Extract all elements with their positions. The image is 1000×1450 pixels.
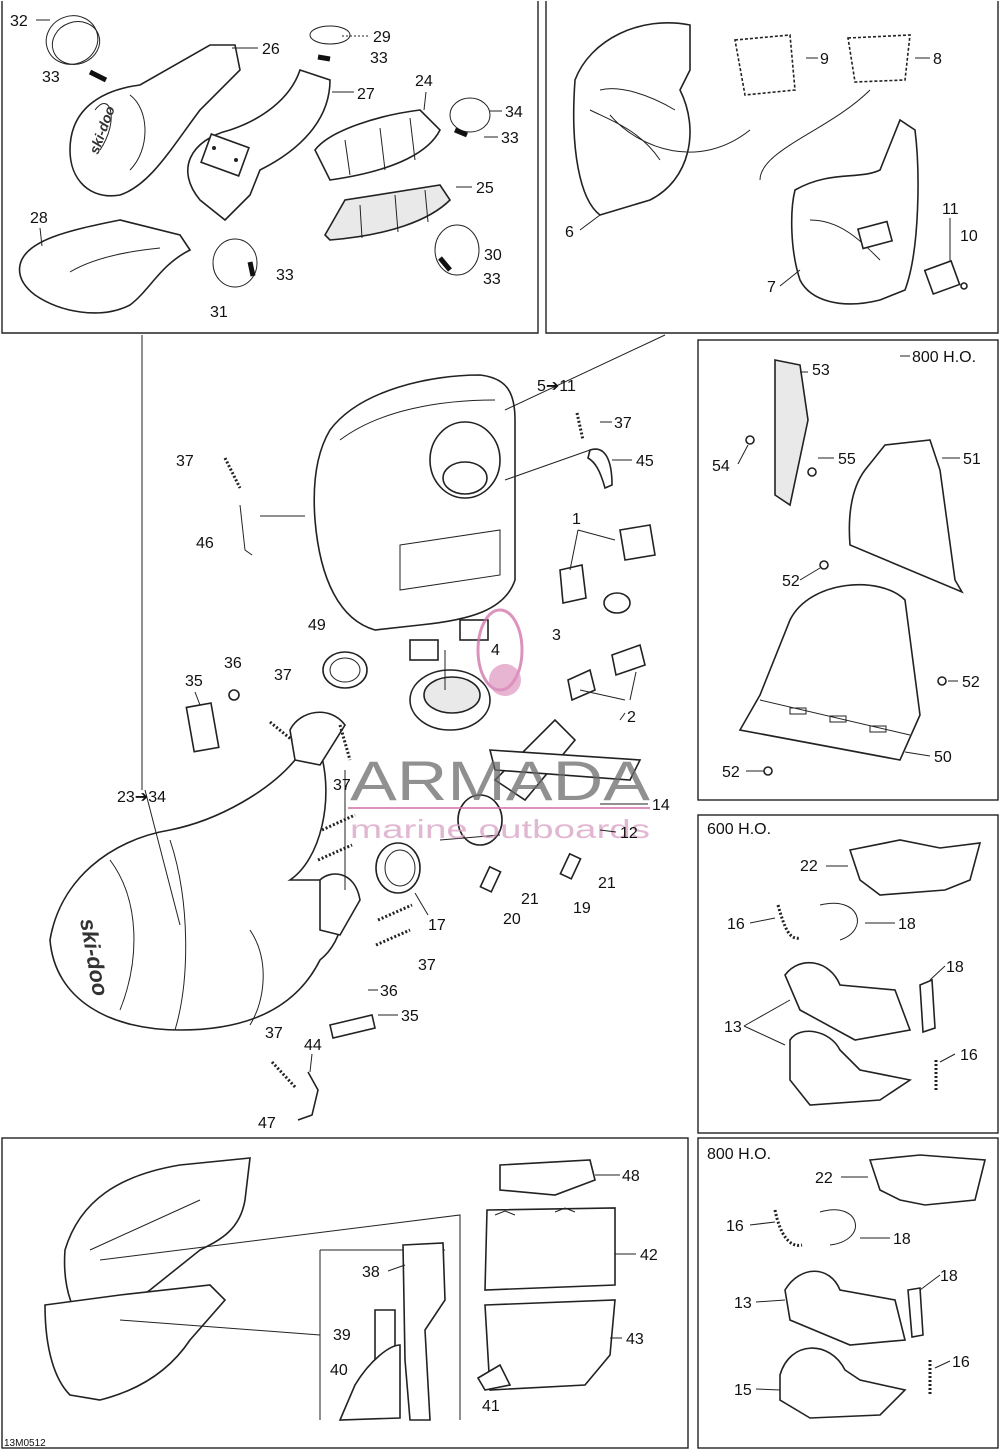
callout-22: 22 <box>800 858 818 875</box>
callout-33: 33 <box>370 50 388 67</box>
callout-18: 18 <box>940 1268 958 1285</box>
callout-37: 37 <box>176 453 194 470</box>
upper-right-parts <box>572 21 968 305</box>
callout-32: 32 <box>10 13 28 30</box>
callout-35: 35 <box>185 673 203 690</box>
callout-27: 27 <box>357 86 375 103</box>
callout-48: 48 <box>622 1168 640 1185</box>
callout-14: 14 <box>652 797 670 814</box>
callout-21: 21 <box>521 891 539 908</box>
callout-29: 29 <box>373 29 391 46</box>
callout-34: 34 <box>505 104 523 121</box>
callout-49: 49 <box>308 617 326 634</box>
callout-37: 37 <box>614 415 632 432</box>
callout-41: 41 <box>482 1398 500 1415</box>
callout-17: 17 <box>428 917 446 934</box>
callout-11: 11 <box>942 201 959 218</box>
callout-52: 52 <box>722 764 740 781</box>
callout-6: 6 <box>565 224 574 241</box>
callouts: 32 26 29 33 33 27 24 34 33 25 28 33 31 3… <box>10 13 981 1415</box>
callout-37: 37 <box>274 667 292 684</box>
callout-leaders <box>36 19 960 1391</box>
callout-18: 18 <box>893 1231 911 1248</box>
callout-26: 26 <box>262 41 280 58</box>
callout-7: 7 <box>767 279 776 296</box>
callout-15: 15 <box>734 1382 752 1399</box>
callout-52: 52 <box>782 573 800 590</box>
callout-30: 30 <box>484 247 502 264</box>
callout-39: 39 <box>333 1327 351 1344</box>
callout-28: 28 <box>30 210 48 227</box>
callout-51: 51 <box>963 451 981 468</box>
callout-33: 33 <box>276 267 294 284</box>
callout-54: 54 <box>712 458 730 475</box>
callout-37: 37 <box>333 777 351 794</box>
callout-31: 31 <box>210 304 228 321</box>
central-parts: ski-doo <box>49 334 666 1121</box>
callout-33: 33 <box>483 271 501 288</box>
callout-12: 12 <box>620 825 638 842</box>
callout-33: 33 <box>501 130 519 147</box>
panel-title-800ho-lower: 800 H.O. <box>707 1146 771 1163</box>
callout-52: 52 <box>962 674 980 691</box>
watermark-tagline: marine outboards <box>350 814 650 844</box>
callout-35: 35 <box>401 1008 419 1025</box>
panel-title-600ho: 600 H.O. <box>707 821 771 838</box>
callout-21: 21 <box>598 875 616 892</box>
callout-18: 18 <box>898 916 916 933</box>
callout-33: 33 <box>42 69 60 86</box>
upper-left-parts: ski-doo <box>18 15 491 314</box>
callout-50: 50 <box>934 749 952 766</box>
callout-8: 8 <box>933 51 942 68</box>
callout-23-34: 23➔34 <box>117 789 166 806</box>
panel-title-800ho-upper: 800 H.O. <box>912 349 976 366</box>
callout-16: 16 <box>726 1218 744 1235</box>
callout-4: 4 <box>491 642 500 659</box>
callout-46: 46 <box>196 535 214 552</box>
callout-3: 3 <box>552 627 561 644</box>
callout-38: 38 <box>362 1264 380 1281</box>
callout-16: 16 <box>727 916 745 933</box>
callout-36: 36 <box>380 983 398 1000</box>
callout-1: 1 <box>572 511 581 528</box>
callout-37: 37 <box>265 1025 283 1042</box>
callout-9: 9 <box>820 51 829 68</box>
callout-10: 10 <box>960 228 978 245</box>
callout-37: 37 <box>418 957 436 974</box>
callout-24: 24 <box>415 73 433 90</box>
callout-47: 47 <box>258 1115 276 1132</box>
callout-36: 36 <box>224 655 242 672</box>
callout-42: 42 <box>640 1247 658 1264</box>
callout-19: 19 <box>573 900 591 917</box>
watermark: ARMADA marine outboards <box>348 608 651 844</box>
diagram-code: 13M0512 <box>4 1438 46 1449</box>
callout-20: 20 <box>503 911 521 928</box>
callout-16: 16 <box>952 1354 970 1371</box>
callout-25: 25 <box>476 180 494 197</box>
callout-44: 44 <box>304 1037 322 1054</box>
callout-18: 18 <box>946 959 964 976</box>
callout-13: 13 <box>734 1295 752 1312</box>
bottom-left-parts <box>44 1157 616 1421</box>
callout-43: 43 <box>626 1331 644 1348</box>
watermark-brand: ARMADA <box>350 749 651 812</box>
callout-55: 55 <box>838 451 856 468</box>
callout-22: 22 <box>815 1170 833 1187</box>
callout-16: 16 <box>960 1047 978 1064</box>
callout-45: 45 <box>636 453 654 470</box>
callout-13: 13 <box>724 1019 742 1036</box>
callout-2: 2 <box>627 709 636 726</box>
callout-5-11: 5➔11 <box>537 378 576 395</box>
callout-53: 53 <box>812 362 830 379</box>
right-parts <box>738 359 987 1419</box>
callout-40: 40 <box>330 1362 348 1379</box>
